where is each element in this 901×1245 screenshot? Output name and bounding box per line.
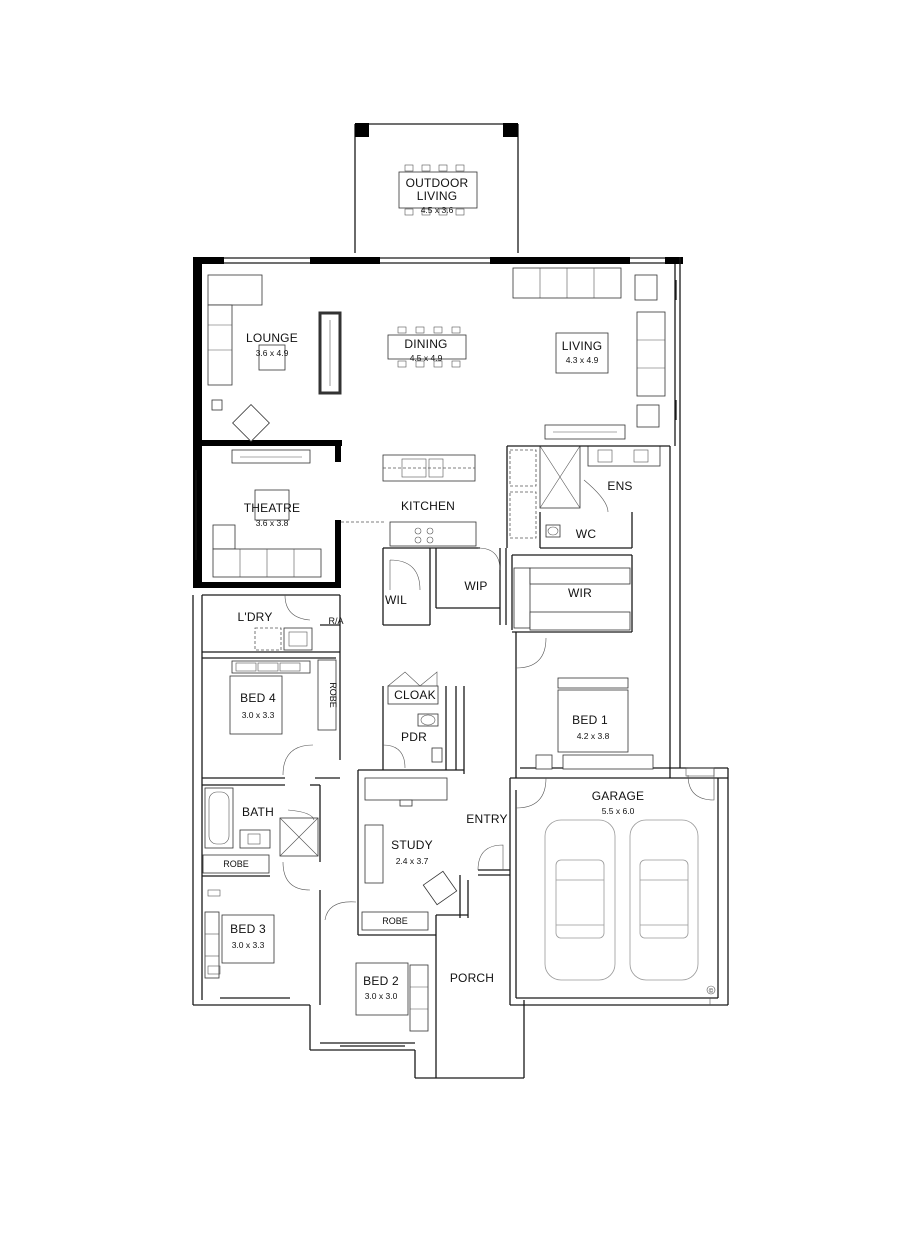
study-chair-icon xyxy=(422,870,458,906)
study-entry-area: ROBE ENTRY STUDY 2.4 x 3.7 xyxy=(324,769,547,936)
bath-robe-label: ROBE xyxy=(223,859,249,869)
wil-name: WIL xyxy=(385,593,407,607)
bed4-bed-icon xyxy=(229,675,283,735)
kitchen-area: KITCHEN WIL xyxy=(382,454,480,626)
bath-name: BATH xyxy=(242,805,274,819)
armchair-icon xyxy=(232,404,270,442)
lounge-room: LOUNGE 3.6 x 4.9 xyxy=(207,274,342,442)
theatre-tv-icon xyxy=(231,449,311,464)
outdoor-living-name-1: OUTDOOR xyxy=(406,176,469,190)
bed4-name: BED 4 xyxy=(240,691,276,705)
bed2-size: 3.0 x 3.0 xyxy=(365,991,398,1001)
bed2-name: BED 2 xyxy=(363,974,399,988)
study-size: 2.4 x 3.7 xyxy=(396,856,429,866)
outdoor-table-icon xyxy=(398,164,478,216)
bed3-room: BED 3 3.0 x 3.3 xyxy=(204,889,290,999)
bed1-name: BED 1 xyxy=(572,713,608,727)
ens-name: ENS xyxy=(607,479,632,493)
dining-size: 4.5 x 4.9 xyxy=(410,353,443,363)
outdoor-living-name-2: LIVING xyxy=(417,189,458,203)
study-robe-label: ROBE xyxy=(382,916,408,926)
wip-name: WIP xyxy=(464,579,487,593)
wir-name: WIR xyxy=(568,586,592,600)
bed4-size: 3.0 x 3.3 xyxy=(242,710,275,720)
bed3-bed-icon xyxy=(221,914,275,964)
bed2-room: BED 2 3.0 x 3.0 xyxy=(340,962,429,1047)
cloak-cupboard xyxy=(387,685,439,705)
ra-label: R/A xyxy=(328,616,343,626)
wc-name: WC xyxy=(576,527,597,541)
outdoor-living-area: OUTDOOR LIVING 4.5 x 3.6 xyxy=(354,123,519,253)
bed4-robe-label: ROBE xyxy=(328,682,338,708)
kitchen-name: KITCHEN xyxy=(401,499,455,513)
lounge-size: 3.6 x 4.9 xyxy=(256,348,289,358)
pdr-name: PDR xyxy=(401,730,427,744)
theatre-room: THEATRE 3.6 x 3.8 xyxy=(195,449,385,578)
bed3-name: BED 3 xyxy=(230,922,266,936)
bath-room: ROBE BATH xyxy=(202,784,321,1005)
study-name: STUDY xyxy=(391,838,433,852)
garage-size: 5.5 x 6.0 xyxy=(602,806,635,816)
cloak-name: CLOAK xyxy=(394,688,436,702)
vanity-icon xyxy=(587,445,661,467)
bathtub-icon xyxy=(204,787,234,849)
study-robe xyxy=(361,911,429,931)
garage-name: GARAGE xyxy=(592,789,645,803)
sofa-icon xyxy=(207,274,263,306)
living-size: 4.3 x 4.9 xyxy=(566,355,599,365)
coffee-table-icon xyxy=(258,344,286,371)
cloak-pdr-area: CLOAK PDR xyxy=(382,671,465,774)
living-room: LIVING 4.3 x 4.9 xyxy=(512,267,666,440)
bath-robe xyxy=(202,854,270,874)
wip-room: WIP xyxy=(436,547,507,625)
laundry-room: L'DRY R/A xyxy=(202,594,344,760)
ldry-name: L'DRY xyxy=(237,610,272,624)
laundry-tub-icon xyxy=(283,627,313,651)
car-icon xyxy=(544,819,616,981)
exterior-walls xyxy=(192,257,729,1079)
bed4-room: ROBE BED 4 3.0 x 3.3 xyxy=(202,657,340,779)
pdr-toilet-icon xyxy=(417,713,439,727)
bed2-bed-icon xyxy=(355,962,409,1016)
bed1-room: BED 1 4.2 x 3.8 xyxy=(515,632,654,778)
outdoor-living-size: 4.5 x 3.6 xyxy=(421,205,454,215)
dining-table-icon xyxy=(387,334,467,360)
theatre-size: 3.6 x 3.8 xyxy=(256,518,289,528)
bed1-bed-icon xyxy=(557,689,629,753)
cooktop-bench-icon xyxy=(389,521,477,547)
living-name: LIVING xyxy=(562,339,603,353)
porch-name: PORCH xyxy=(450,971,494,985)
living-table-icon xyxy=(555,332,609,374)
bed3-size: 3.0 x 3.3 xyxy=(232,940,265,950)
dining-room: DINING 4.5 x 4.9 xyxy=(387,326,467,368)
pillar-right xyxy=(503,123,518,137)
dining-name: DINING xyxy=(404,337,447,351)
pillar-left xyxy=(355,123,369,137)
entry-name: ENTRY xyxy=(466,812,507,826)
porch-area: PORCH xyxy=(450,971,494,985)
theatre-name: THEATRE xyxy=(244,501,301,515)
garage-area: © GARAGE 5.5 x 6.0 xyxy=(544,767,716,995)
wir-room: WIR xyxy=(511,554,633,633)
bed4-robe xyxy=(317,659,337,731)
lounge-name: LOUNGE xyxy=(246,331,298,345)
car-icon xyxy=(629,819,699,981)
ensuite-area: ENS WC xyxy=(506,445,670,549)
bed1-size: 4.2 x 3.8 xyxy=(577,731,610,741)
copyright-mark: © xyxy=(709,988,714,995)
